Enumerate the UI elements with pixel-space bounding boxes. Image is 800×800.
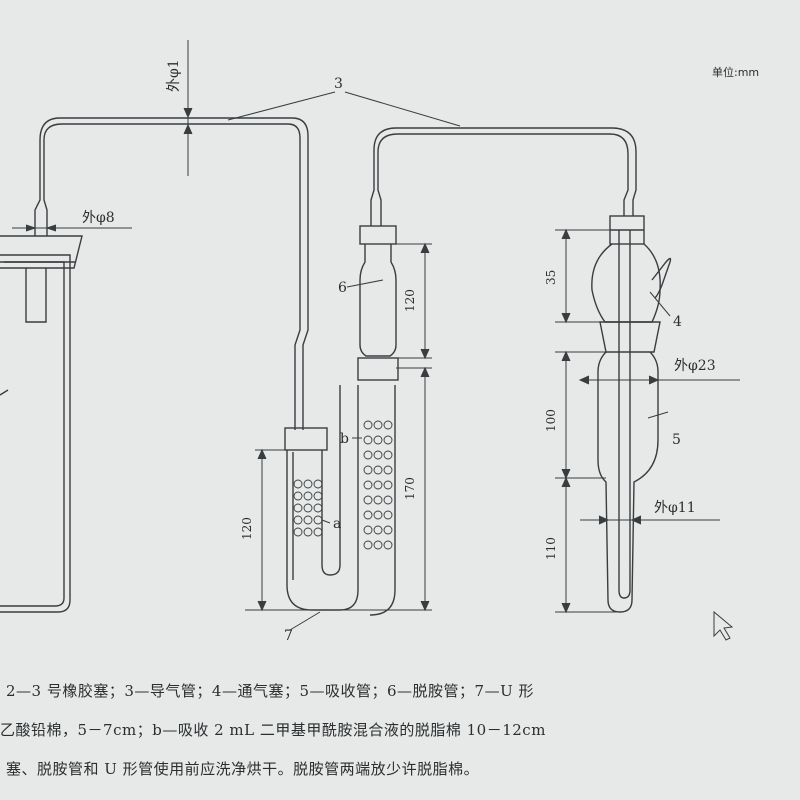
caption-line-1: 2—3 号橡胶塞；3—导气管；4—通气塞；5—吸收管；6—脱胺管；7—U 形 (6, 682, 534, 700)
dim-170: 170 (403, 477, 417, 500)
outer-d1-dimension (183, 40, 193, 176)
part-3-leaders (227, 91, 461, 127)
u-tube (284, 357, 399, 631)
dimension-lines (245, 228, 740, 614)
dim-120-u-tube: 120 (240, 517, 254, 540)
caption-line-2: 乙酸铅棉，5－7cm；b—吸收 2 mL 二甲基甲酰胺混合液的脱脂棉 10－12… (0, 721, 546, 739)
outer-d11-label: 外φ11 (654, 500, 696, 516)
part-4-label: 4 (673, 314, 682, 330)
dim-120-deamination: 120 (403, 289, 417, 312)
deamination-tube (346, 225, 397, 357)
cotton-a (293, 479, 323, 537)
outer-d23-label: 外φ23 (674, 358, 716, 374)
dim-35: 35 (544, 270, 558, 285)
part-3-label: 3 (334, 76, 343, 92)
unit-label: 单位:mm (712, 65, 759, 79)
outer-d8-label: 外φ8 (82, 210, 115, 226)
left-flask (0, 235, 83, 613)
gas-delivery-tube-right (370, 127, 637, 226)
label-a: a (333, 516, 341, 532)
dim-110: 110 (544, 537, 558, 560)
dim-100: 100 (544, 409, 558, 432)
part-5-label: 5 (672, 432, 681, 448)
part-6-label: 6 (338, 280, 347, 296)
mouse-cursor-icon (713, 610, 734, 641)
absorption-tube (591, 215, 672, 613)
outer-d1-label: 外φ1 (166, 59, 182, 92)
gas-delivery-tube-left (34, 117, 309, 430)
caption-line-3: 塞、脱胺管和 U 形管使用前应洗净烘干。脱胺管两端放少许脱脂棉。 (6, 760, 480, 778)
label-b: b (340, 431, 349, 447)
outer-d8-dimension (12, 224, 132, 232)
cotton-b (363, 420, 393, 550)
part-7-label: 7 (284, 628, 293, 644)
